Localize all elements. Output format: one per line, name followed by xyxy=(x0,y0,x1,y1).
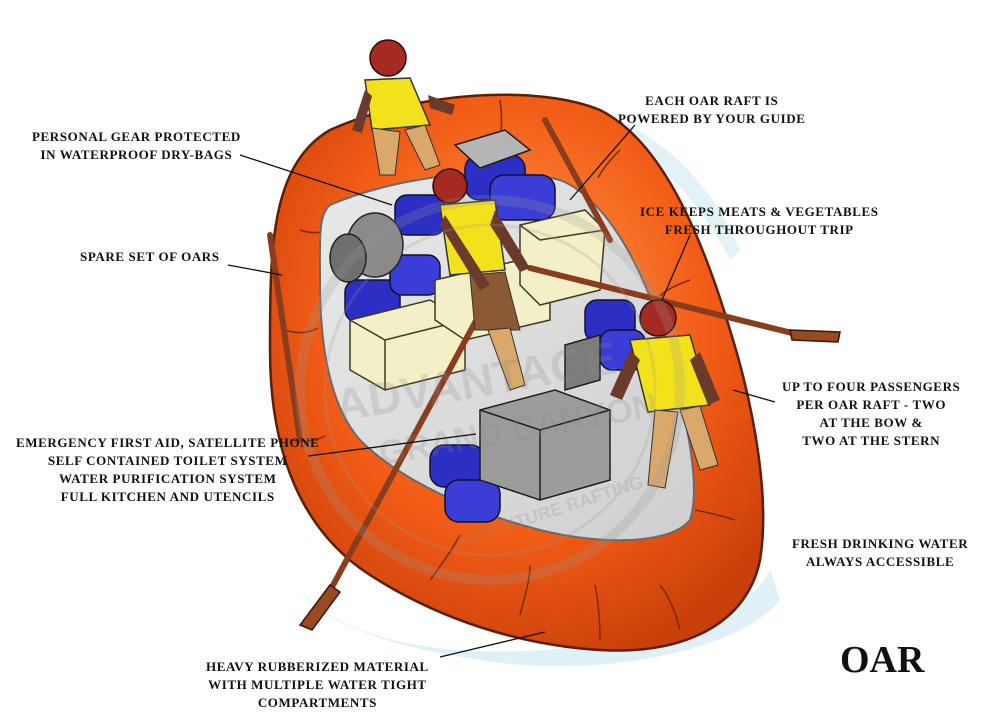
callout-passengers-line1: UP TO FOUR PASSENGERS xyxy=(782,379,961,394)
callout-spare-oars: SPARE SET OF OARS xyxy=(80,248,220,266)
callout-passengers-line2: PER OAR RAFT - TWO xyxy=(796,397,947,412)
callout-water-line2: ALWAYS ACCESSIBLE xyxy=(805,554,955,569)
gear-boxes xyxy=(453,129,611,501)
callout-spare-oars-line1: SPARE SET OF OARS xyxy=(80,249,220,264)
callout-guide-line2: POWERED BY YOUR GUIDE xyxy=(618,111,806,126)
leader-lines xyxy=(227,124,776,658)
callout-ice: ICE KEEPS MEATS & VEGETABLES FRESH THROU… xyxy=(640,203,879,239)
callout-passengers-line4: TWO AT THE STERN xyxy=(802,433,941,448)
tube-compartment-lines xyxy=(284,99,736,641)
callout-guide-line1: EACH OAR RAFT IS xyxy=(645,93,779,108)
callout-material-line2: WITH MULTIPLE WATER TIGHT xyxy=(208,677,427,692)
gray-bags xyxy=(329,212,404,283)
callout-passengers-line3: AT THE BOW & xyxy=(819,415,923,430)
callout-emergency-line4: FULL KITCHEN AND UTENCILS xyxy=(60,489,275,504)
callout-ice-line1: ICE KEEPS MEATS & VEGETABLES xyxy=(640,204,879,219)
guide-person xyxy=(432,168,530,391)
callout-ice-line2: FRESH THROUGHOUT TRIP xyxy=(664,222,854,237)
callout-material: HEAVY RUBBERIZED MATERIAL WITH MULTIPLE … xyxy=(206,658,429,712)
callout-emergency-line3: WATER PURIFICATION SYSTEM xyxy=(58,471,277,486)
callout-personal-gear-line2: IN WATERPROOF DRY-BAGS xyxy=(40,147,233,162)
callout-water: FRESH DRINKING WATER ALWAYS ACCESSIBLE xyxy=(792,535,968,571)
callout-material-line1: HEAVY RUBBERIZED MATERIAL xyxy=(206,659,429,674)
spare-oars xyxy=(267,117,613,443)
diagram-title: OAR xyxy=(840,639,925,681)
passenger-bow xyxy=(352,39,455,176)
passenger-stern xyxy=(610,299,720,489)
callout-emergency-line2: SELF CONTAINED TOILET SYSTEM xyxy=(47,453,288,468)
callout-guide: EACH OAR RAFT IS POWERED BY YOUR GUIDE xyxy=(618,92,806,128)
callout-water-line1: FRESH DRINKING WATER xyxy=(792,536,969,551)
callout-emergency: EMERGENCY FIRST AID, SATELLITE PHONE SEL… xyxy=(16,434,319,506)
callout-passengers: UP TO FOUR PASSENGERS PER OAR RAFT - TWO… xyxy=(782,378,960,450)
callout-material-line3: COMPARTMENTS xyxy=(257,695,377,710)
callout-emergency-line1: EMERGENCY FIRST AID, SATELLITE PHONE xyxy=(16,435,320,450)
callout-personal-gear: PERSONAL GEAR PROTECTED IN WATERPROOF DR… xyxy=(32,128,241,164)
callout-personal-gear-line1: PERSONAL GEAR PROTECTED xyxy=(32,129,241,144)
